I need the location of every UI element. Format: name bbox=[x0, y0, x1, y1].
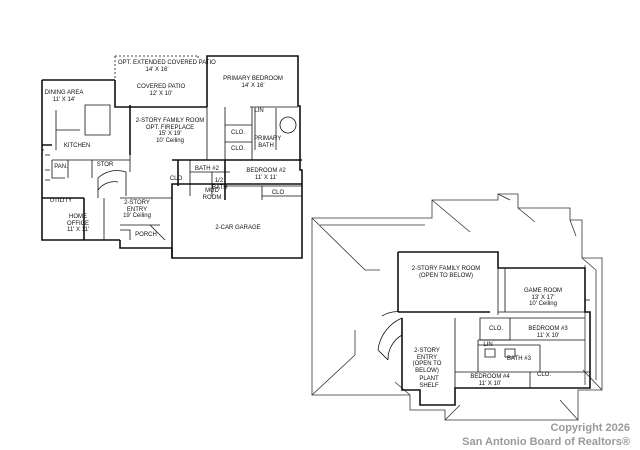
half-bath-name: 1/2 BATH bbox=[212, 178, 228, 191]
game-room-label: GAME ROOM 13' X 17' 10' Ceiling bbox=[508, 288, 578, 308]
opt-patio-label: OPT. EXTENDED COVERED PATIO 14' X 16' bbox=[118, 60, 216, 73]
first-floor-walls bbox=[41, 55, 303, 259]
lin-upper-label: LIN bbox=[483, 342, 493, 348]
opt-patio-dims: 14' X 16' bbox=[145, 66, 169, 73]
dining-label: DINING AREA 11' X 14' bbox=[44, 90, 84, 103]
clo-bed4-label: CLO. bbox=[536, 372, 551, 378]
bedroom2-label: BEDROOM #2 11' X 11' bbox=[236, 168, 296, 181]
plant-shelf-name: PLANT SHELF bbox=[419, 376, 439, 389]
family-room-note: OPT. FIREPLACE bbox=[145, 124, 195, 131]
dining-name: DINING AREA bbox=[44, 90, 84, 96]
office-name: HOME OFFICE bbox=[67, 214, 89, 227]
pan-label: PAN. bbox=[54, 164, 68, 170]
game-room-ceiling: 10' Ceiling bbox=[529, 301, 557, 307]
family-open-note: (OPEN TO BELOW) bbox=[418, 272, 474, 279]
bath3-label: BATH #3 bbox=[507, 356, 531, 362]
entry-open-note: (OPEN TO BELOW) bbox=[412, 361, 442, 374]
half-bath-label: 1/2 BATH bbox=[212, 178, 228, 191]
bedroom3-dims: 11' X 10' bbox=[536, 332, 560, 339]
opt-patio-name: OPT. EXTENDED COVERED PATIO bbox=[118, 60, 216, 66]
entry-ceiling: 19' Ceiling bbox=[123, 213, 151, 219]
plant-shelf-label: PLANT SHELF bbox=[412, 376, 446, 389]
office-label: HOME OFFICE 11' X 11' bbox=[58, 214, 98, 234]
covered-patio-dims: 12' X 10' bbox=[149, 90, 173, 97]
lin-label: LIN bbox=[254, 108, 264, 114]
covered-patio-label: COVERED PATIO 12' X 10' bbox=[118, 84, 204, 97]
office-dims: 11' X 11' bbox=[66, 227, 90, 233]
clo-game-label: CLO. bbox=[488, 326, 503, 332]
kitchen-label: KITCHEN bbox=[63, 143, 91, 149]
family-room-ceiling: 10' Ceiling bbox=[156, 137, 184, 144]
entry-name: 2-STORY ENTRY bbox=[124, 200, 150, 213]
garage-label: 2-CAR GARAGE bbox=[215, 225, 261, 231]
utility-label: UTILITY bbox=[49, 198, 73, 204]
primary-bedroom-dims: 14' X 16' bbox=[241, 82, 265, 89]
clo-bed2-label: CLO bbox=[271, 190, 285, 196]
primary-bath-label: PRIMARY BATH bbox=[254, 136, 282, 149]
bedroom4-dims: 11' X 10' bbox=[478, 380, 502, 387]
entry-label: 2-STORY ENTRY 19' Ceiling bbox=[114, 200, 160, 220]
covered-patio-name: COVERED PATIO bbox=[136, 84, 186, 90]
first-floor-interior bbox=[42, 55, 302, 241]
realtors-line: San Antonio Board of Realtors® bbox=[462, 436, 630, 448]
primary-bath-name: PRIMARY BATH bbox=[254, 136, 282, 149]
bedroom2-dims: 11' X 11' bbox=[254, 174, 278, 181]
bedroom4-name: BEDROOM #4 bbox=[470, 374, 510, 380]
family-room-dims: 15' X 19' bbox=[158, 131, 182, 137]
clo-primary-1-label: CLO. bbox=[230, 130, 245, 136]
family-room-name: 2-STORY FAMILY ROOM bbox=[135, 118, 205, 124]
copyright-line: Copyright 2026 bbox=[550, 422, 630, 434]
entry-open-name: 2-STORY ENTRY bbox=[414, 348, 440, 361]
bedroom3-label: BEDROOM #3 11' X 10' bbox=[516, 326, 580, 339]
porch-label: PORCH bbox=[135, 232, 157, 238]
bedroom4-label: BEDROOM #4 11' X 10' bbox=[460, 374, 520, 387]
clo-primary-2-label: CLO. bbox=[230, 146, 245, 152]
mud-room-name: MUD ROOM bbox=[202, 188, 222, 201]
mud-room-label: MUD ROOM bbox=[200, 188, 224, 201]
game-room-name: GAME ROOM bbox=[523, 288, 562, 294]
entry-open-label: 2-STORY ENTRY (OPEN TO BELOW) bbox=[404, 348, 450, 374]
primary-bedroom-name: PRIMARY BEDROOM bbox=[223, 76, 283, 82]
second-floor-interior bbox=[377, 268, 590, 388]
bath2-label: BATH #2 bbox=[195, 166, 219, 172]
family-open-name: 2-STORY FAMILY ROOM bbox=[411, 266, 481, 272]
bedroom2-name: BEDROOM #2 bbox=[246, 168, 286, 174]
dining-dims: 11' X 14' bbox=[52, 96, 76, 103]
family-room-label: 2-STORY FAMILY ROOM OPT. FIREPLACE 15' X… bbox=[130, 118, 210, 144]
bedroom3-name: BEDROOM #3 bbox=[528, 326, 568, 332]
family-open-label: 2-STORY FAMILY ROOM (OPEN TO BELOW) bbox=[402, 266, 490, 279]
clo-bath-label: CLO bbox=[169, 176, 183, 182]
game-room-dims: 13' X 17' bbox=[531, 294, 555, 301]
primary-bedroom-label: PRIMARY BEDROOM 14' X 16' bbox=[210, 76, 296, 89]
stor-label: STOR bbox=[96, 162, 114, 168]
